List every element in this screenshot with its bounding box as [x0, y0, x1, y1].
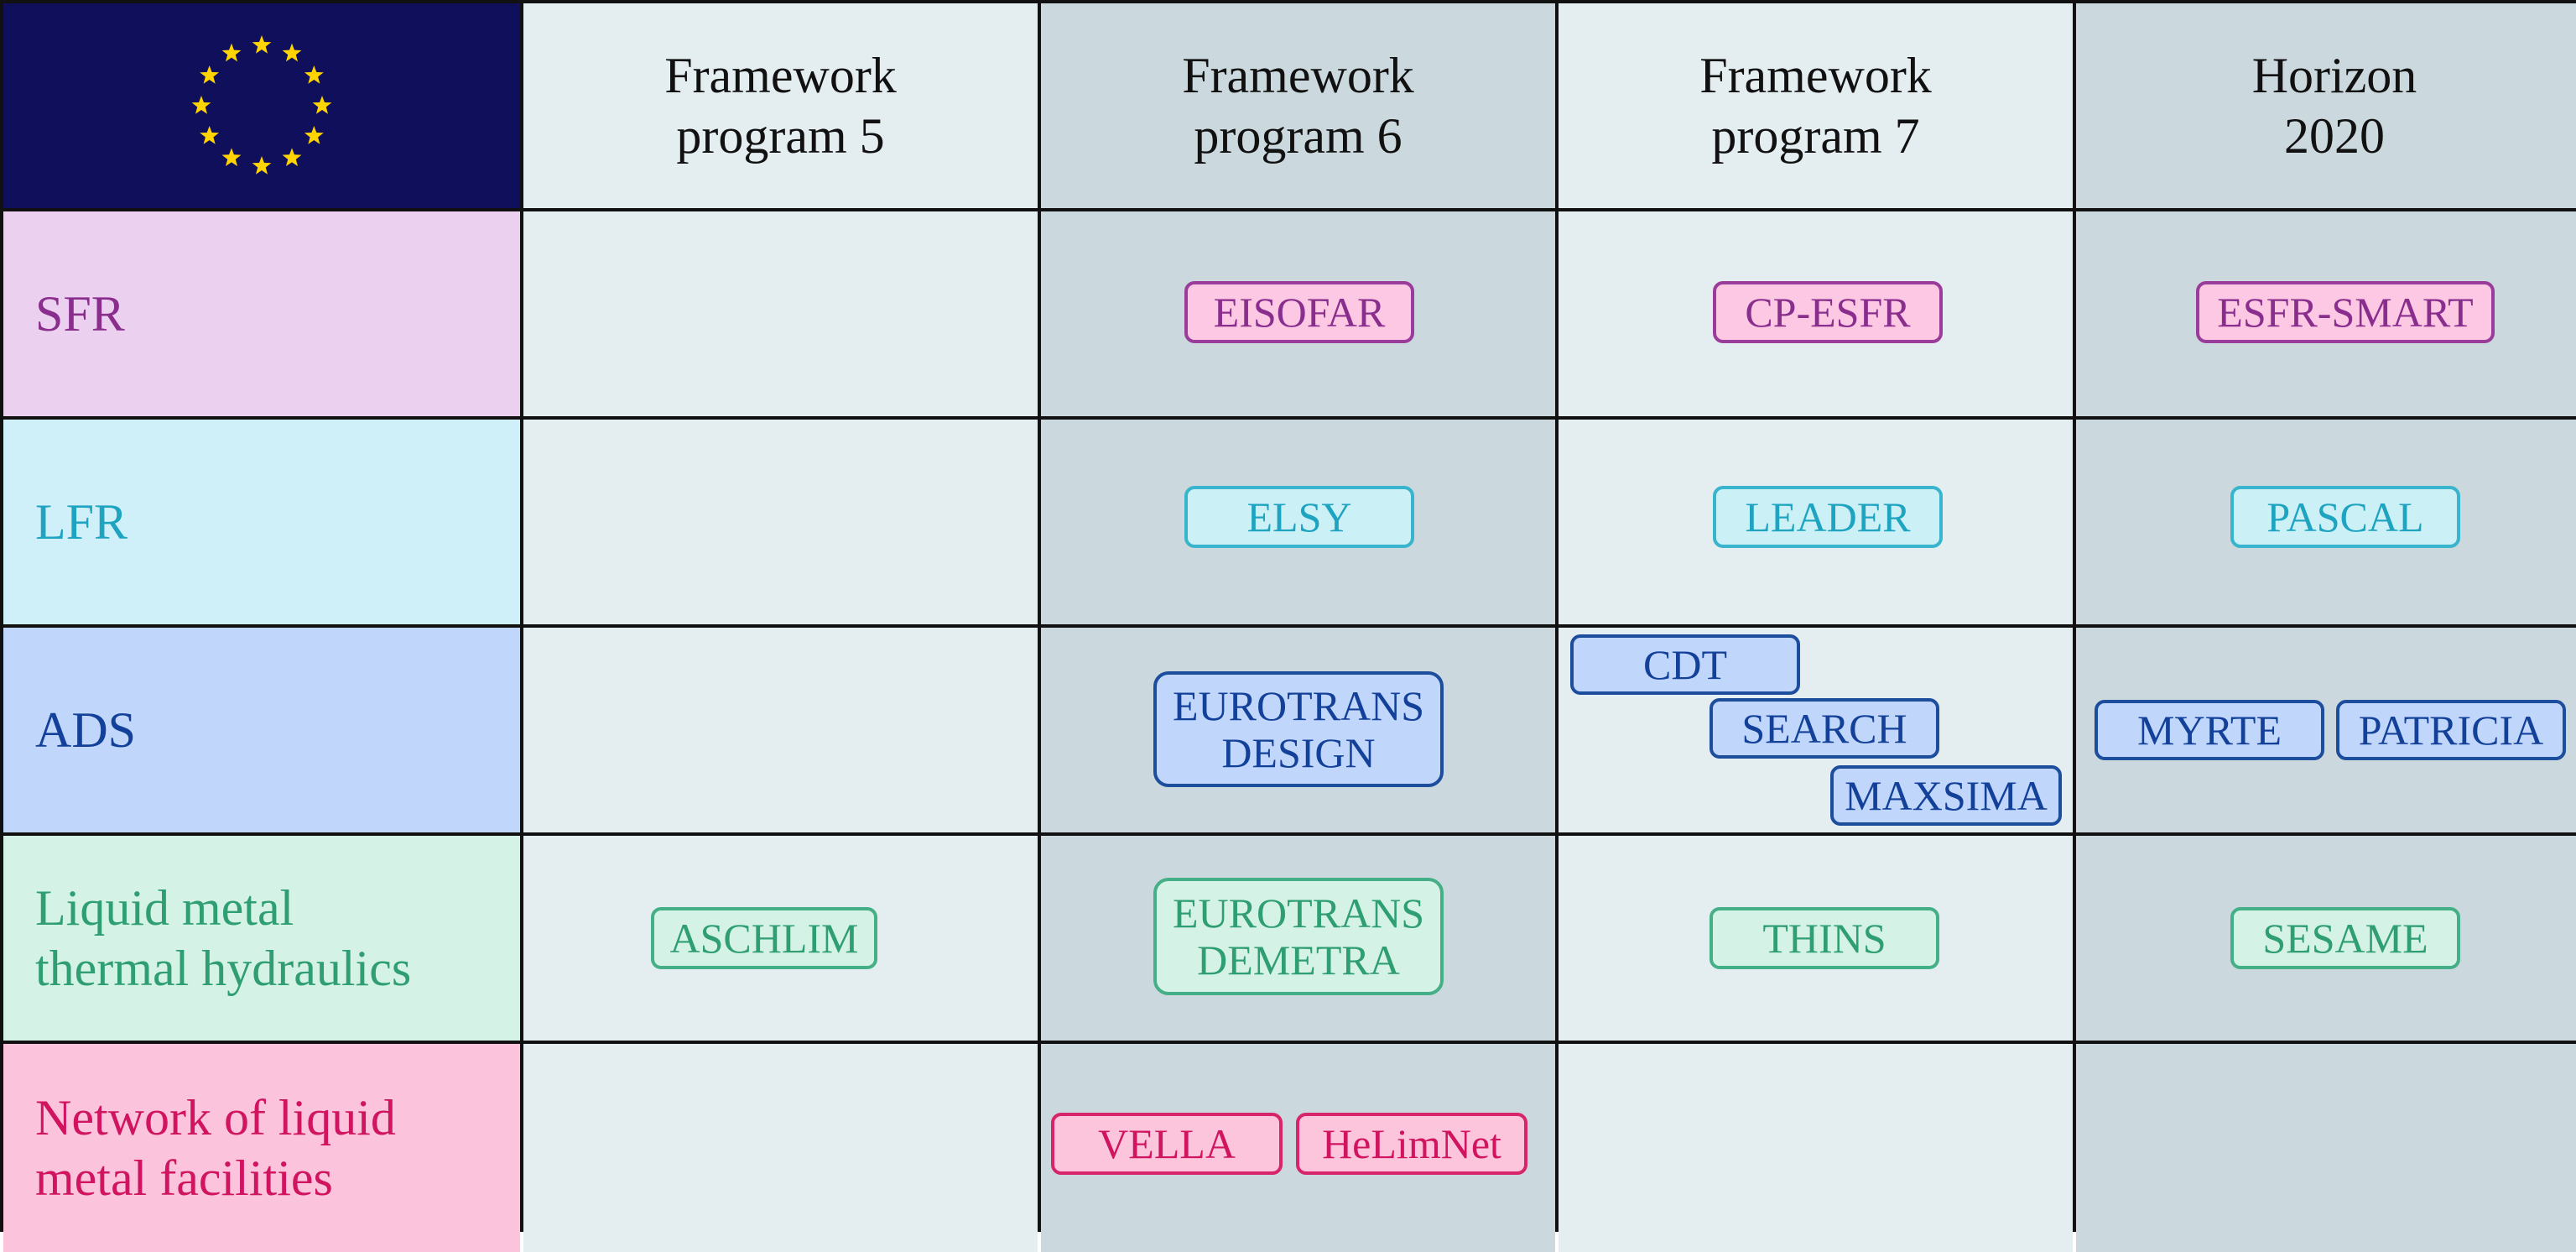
flag-star-icon [282, 43, 302, 62]
cell-lfr-h2020: PASCAL [2076, 420, 2576, 624]
cell-network-fp6: VELLA HeLimNet [1041, 1044, 1555, 1252]
eu-flag-graphic [136, 13, 388, 198]
flag-star-icon [200, 65, 220, 84]
cell-lfr-fp7: LEADER [1559, 420, 2073, 624]
row-label-sfr: SFR [3, 211, 520, 416]
project-tag-maxsima: MAXSIMA [1830, 765, 2062, 826]
cell-sfr-fp7: CP-ESFR [1559, 211, 2073, 416]
project-tag-search: SEARCH [1710, 698, 1939, 759]
flag-star-icon [304, 65, 324, 84]
row-label-ads: ADS [3, 628, 520, 832]
flag-star-icon [282, 148, 302, 167]
flag-star-icon [200, 126, 220, 144]
project-tag-leader: LEADER [1713, 486, 1943, 548]
cell-sfr-h2020: ESFR-SMART [2076, 211, 2576, 416]
project-tag-aschlim: ASCHLIM [651, 907, 877, 969]
cell-network-fp7 [1559, 1044, 2073, 1252]
project-tag-thins: THINS [1710, 907, 1939, 969]
flag-star-icon [221, 43, 242, 62]
cell-network-fp5 [523, 1044, 1038, 1252]
project-tag-sesame: SESAME [2230, 907, 2460, 969]
flag-star-icon [221, 148, 242, 167]
cell-lfr-fp6: ELSY [1041, 420, 1555, 624]
flag-star-icon [304, 126, 324, 144]
project-tag-cdt: CDT [1570, 634, 1800, 695]
cell-network-h2020 [2076, 1044, 2576, 1252]
cell-lmth-h2020: SESAME [2076, 836, 2576, 1041]
project-tag-vella: VELLA [1051, 1113, 1283, 1175]
project-tag-elsy: ELSY [1184, 486, 1414, 548]
cell-ads-fp5 [523, 628, 1038, 832]
cell-lmth-fp7: THINS [1559, 836, 2073, 1041]
project-tag-pascal: PASCAL [2230, 486, 2460, 548]
flag-star-icon [191, 96, 211, 114]
project-tag-cp-esfr: CP-ESFR [1713, 281, 1943, 343]
project-tag-myrte: MYRTE [2095, 700, 2324, 760]
cell-lfr-fp5 [523, 420, 1038, 624]
flag-star-icon [312, 96, 332, 114]
cell-sfr-fp5 [523, 211, 1038, 416]
cell-ads-h2020: MYRTE PATRICIA [2076, 628, 2576, 832]
project-tag-patricia: PATRICIA [2336, 700, 2566, 760]
eu-flag-icon [3, 3, 520, 208]
project-tag-eisofar: EISOFAR [1184, 281, 1414, 343]
cell-lmth-fp5: ASCHLIM [523, 836, 1038, 1041]
project-tag-helimnet: HeLimNet [1296, 1113, 1527, 1175]
flag-star-icon [252, 156, 272, 175]
cell-sfr-fp6: EISOFAR [1041, 211, 1555, 416]
flag-star-icon [252, 35, 272, 54]
project-tag-esfr-smart: ESFR-SMART [2196, 281, 2495, 343]
row-label-lfr: LFR [3, 420, 520, 624]
cell-ads-fp7: CDT SEARCH MAXSIMA [1559, 628, 2073, 832]
